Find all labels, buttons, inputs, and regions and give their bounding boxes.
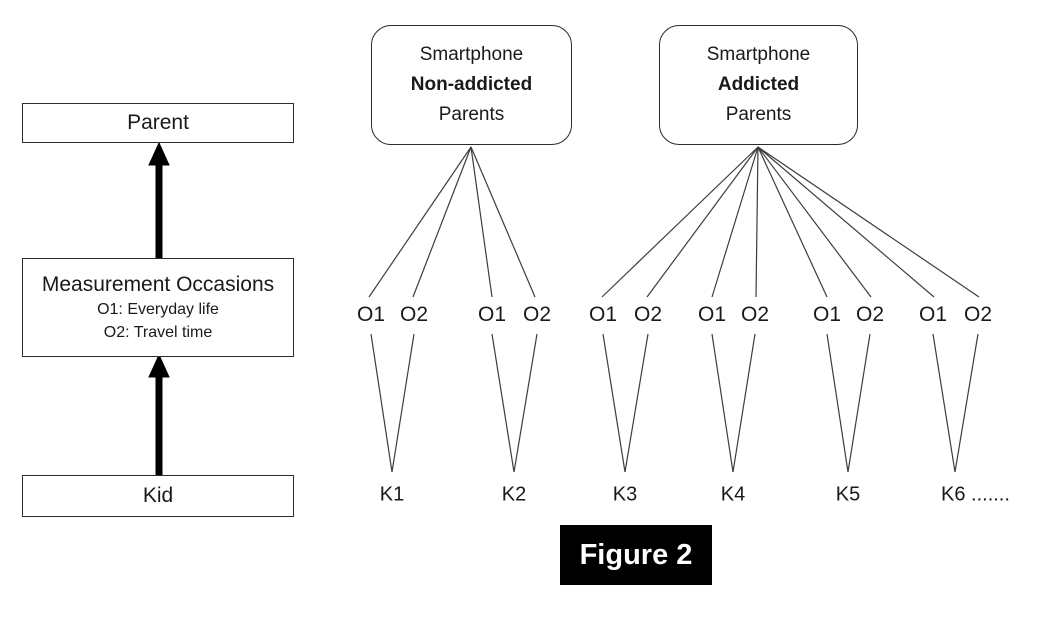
connector-line: [826, 333, 849, 473]
connector-line: [711, 333, 734, 473]
occasion-label-o2-k4: O2: [740, 303, 770, 326]
connector-line: [646, 146, 759, 298]
arrow-head-icon: [148, 141, 170, 166]
connector-line: [513, 333, 538, 473]
occasion-label-o1-k3: O1: [588, 303, 618, 326]
connector-line: [624, 333, 649, 473]
parent-box: Parent: [22, 103, 294, 143]
nonaddicted-parents-box: Smartphone Non-addicted Parents: [371, 25, 572, 145]
connector-line: [757, 146, 872, 298]
figure-caption: Figure 2: [560, 525, 712, 585]
connector-line: [755, 146, 759, 298]
occasion-label-o1-k6: O1: [918, 303, 948, 326]
kid-label-k3: K3: [612, 483, 638, 506]
group-line-1: Smartphone: [706, 44, 811, 65]
measurement-occasion-2: O2: Travel time: [103, 323, 213, 341]
fan-lines-addicted: [601, 146, 980, 298]
kid-connector-lines: [370, 333, 979, 473]
kid-label: Kid: [142, 484, 174, 507]
fan-lines-nonaddicted: [368, 146, 536, 298]
occasion-label-o2-k5: O2: [855, 303, 885, 326]
occasion-label-o1-k1: O1: [356, 303, 386, 326]
connector-line: [412, 146, 472, 298]
occasion-label-o2-k2: O2: [522, 303, 552, 326]
occasion-label-o2-k3: O2: [633, 303, 663, 326]
occasion-label-o2-k6: O2: [963, 303, 993, 326]
figure-caption-text: Figure 2: [579, 538, 693, 571]
group-line-2: Non-addicted: [410, 74, 533, 95]
connector-line: [602, 333, 626, 473]
connector-line: [757, 146, 828, 298]
measurement-occasions-box: Measurement Occasions O1: Everyday life …: [22, 258, 294, 357]
connector-line: [757, 146, 980, 298]
connector-line: [732, 333, 756, 473]
measurement-occasion-1: O1: Everyday life: [97, 300, 219, 318]
connector-line: [368, 146, 472, 298]
addicted-parents-box: Smartphone Addicted Parents: [659, 25, 858, 145]
group-line-3: Parents: [725, 104, 792, 125]
kid-label-k4: K4: [720, 483, 746, 506]
kid-label-k1: K1: [379, 483, 405, 506]
kid-label-k6: K6 .......: [941, 483, 1010, 506]
connector-line: [601, 146, 759, 298]
flow-arrow-measurement-to-parent: [148, 141, 170, 259]
connector-line: [757, 146, 935, 298]
connector-line: [470, 146, 493, 298]
connector-line: [847, 333, 871, 473]
occasion-label-o1-k2: O1: [477, 303, 507, 326]
kid-label-k2: K2: [501, 483, 527, 506]
arrow-head-icon: [148, 353, 170, 378]
connector-line: [932, 333, 956, 473]
kid-label-k5: K5: [835, 483, 861, 506]
connector-line: [391, 333, 415, 473]
connector-line: [370, 333, 393, 473]
parent-label: Parent: [127, 111, 189, 134]
connector-line: [711, 146, 759, 298]
occasion-label-o1-k5: O1: [812, 303, 842, 326]
group-line-3: Parents: [438, 104, 505, 125]
connector-line: [491, 333, 515, 473]
group-line-2: Addicted: [717, 74, 800, 95]
kid-box: Kid: [22, 475, 294, 517]
group-line-1: Smartphone: [419, 44, 524, 65]
flow-arrow-kid-to-measurement: [148, 353, 170, 476]
connector-line: [470, 146, 536, 298]
occasion-label-o2-k1: O2: [399, 303, 429, 326]
measurement-title: Measurement Occasions: [41, 272, 275, 296]
connector-line: [954, 333, 979, 473]
occasion-label-o1-k4: O1: [697, 303, 727, 326]
